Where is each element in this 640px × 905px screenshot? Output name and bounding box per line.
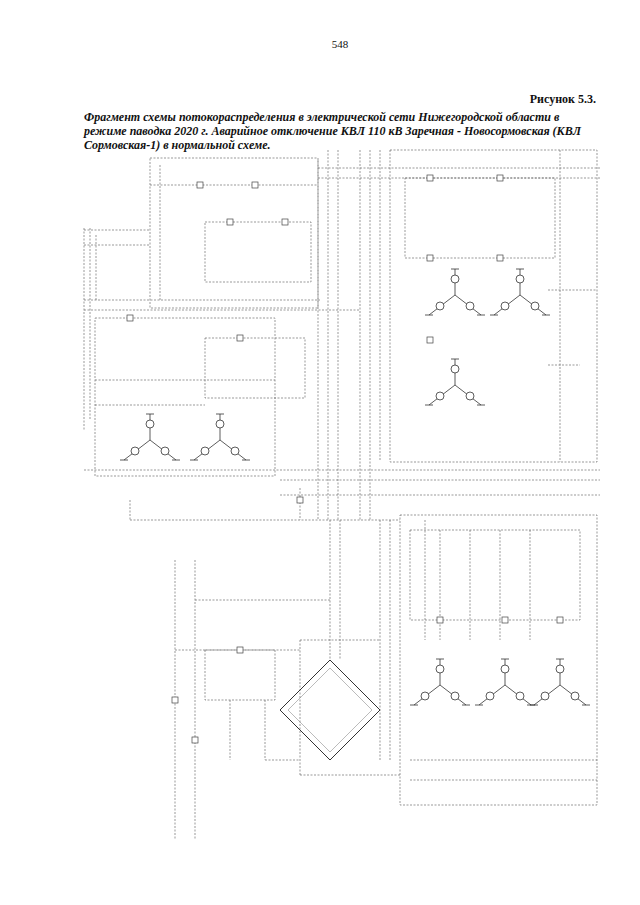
figure-title: Рисунок 5.3. — [530, 92, 596, 107]
figure-caption: Фрагмент схемы потокораспределения в эле… — [84, 110, 596, 152]
page-number: 548 — [300, 38, 380, 50]
